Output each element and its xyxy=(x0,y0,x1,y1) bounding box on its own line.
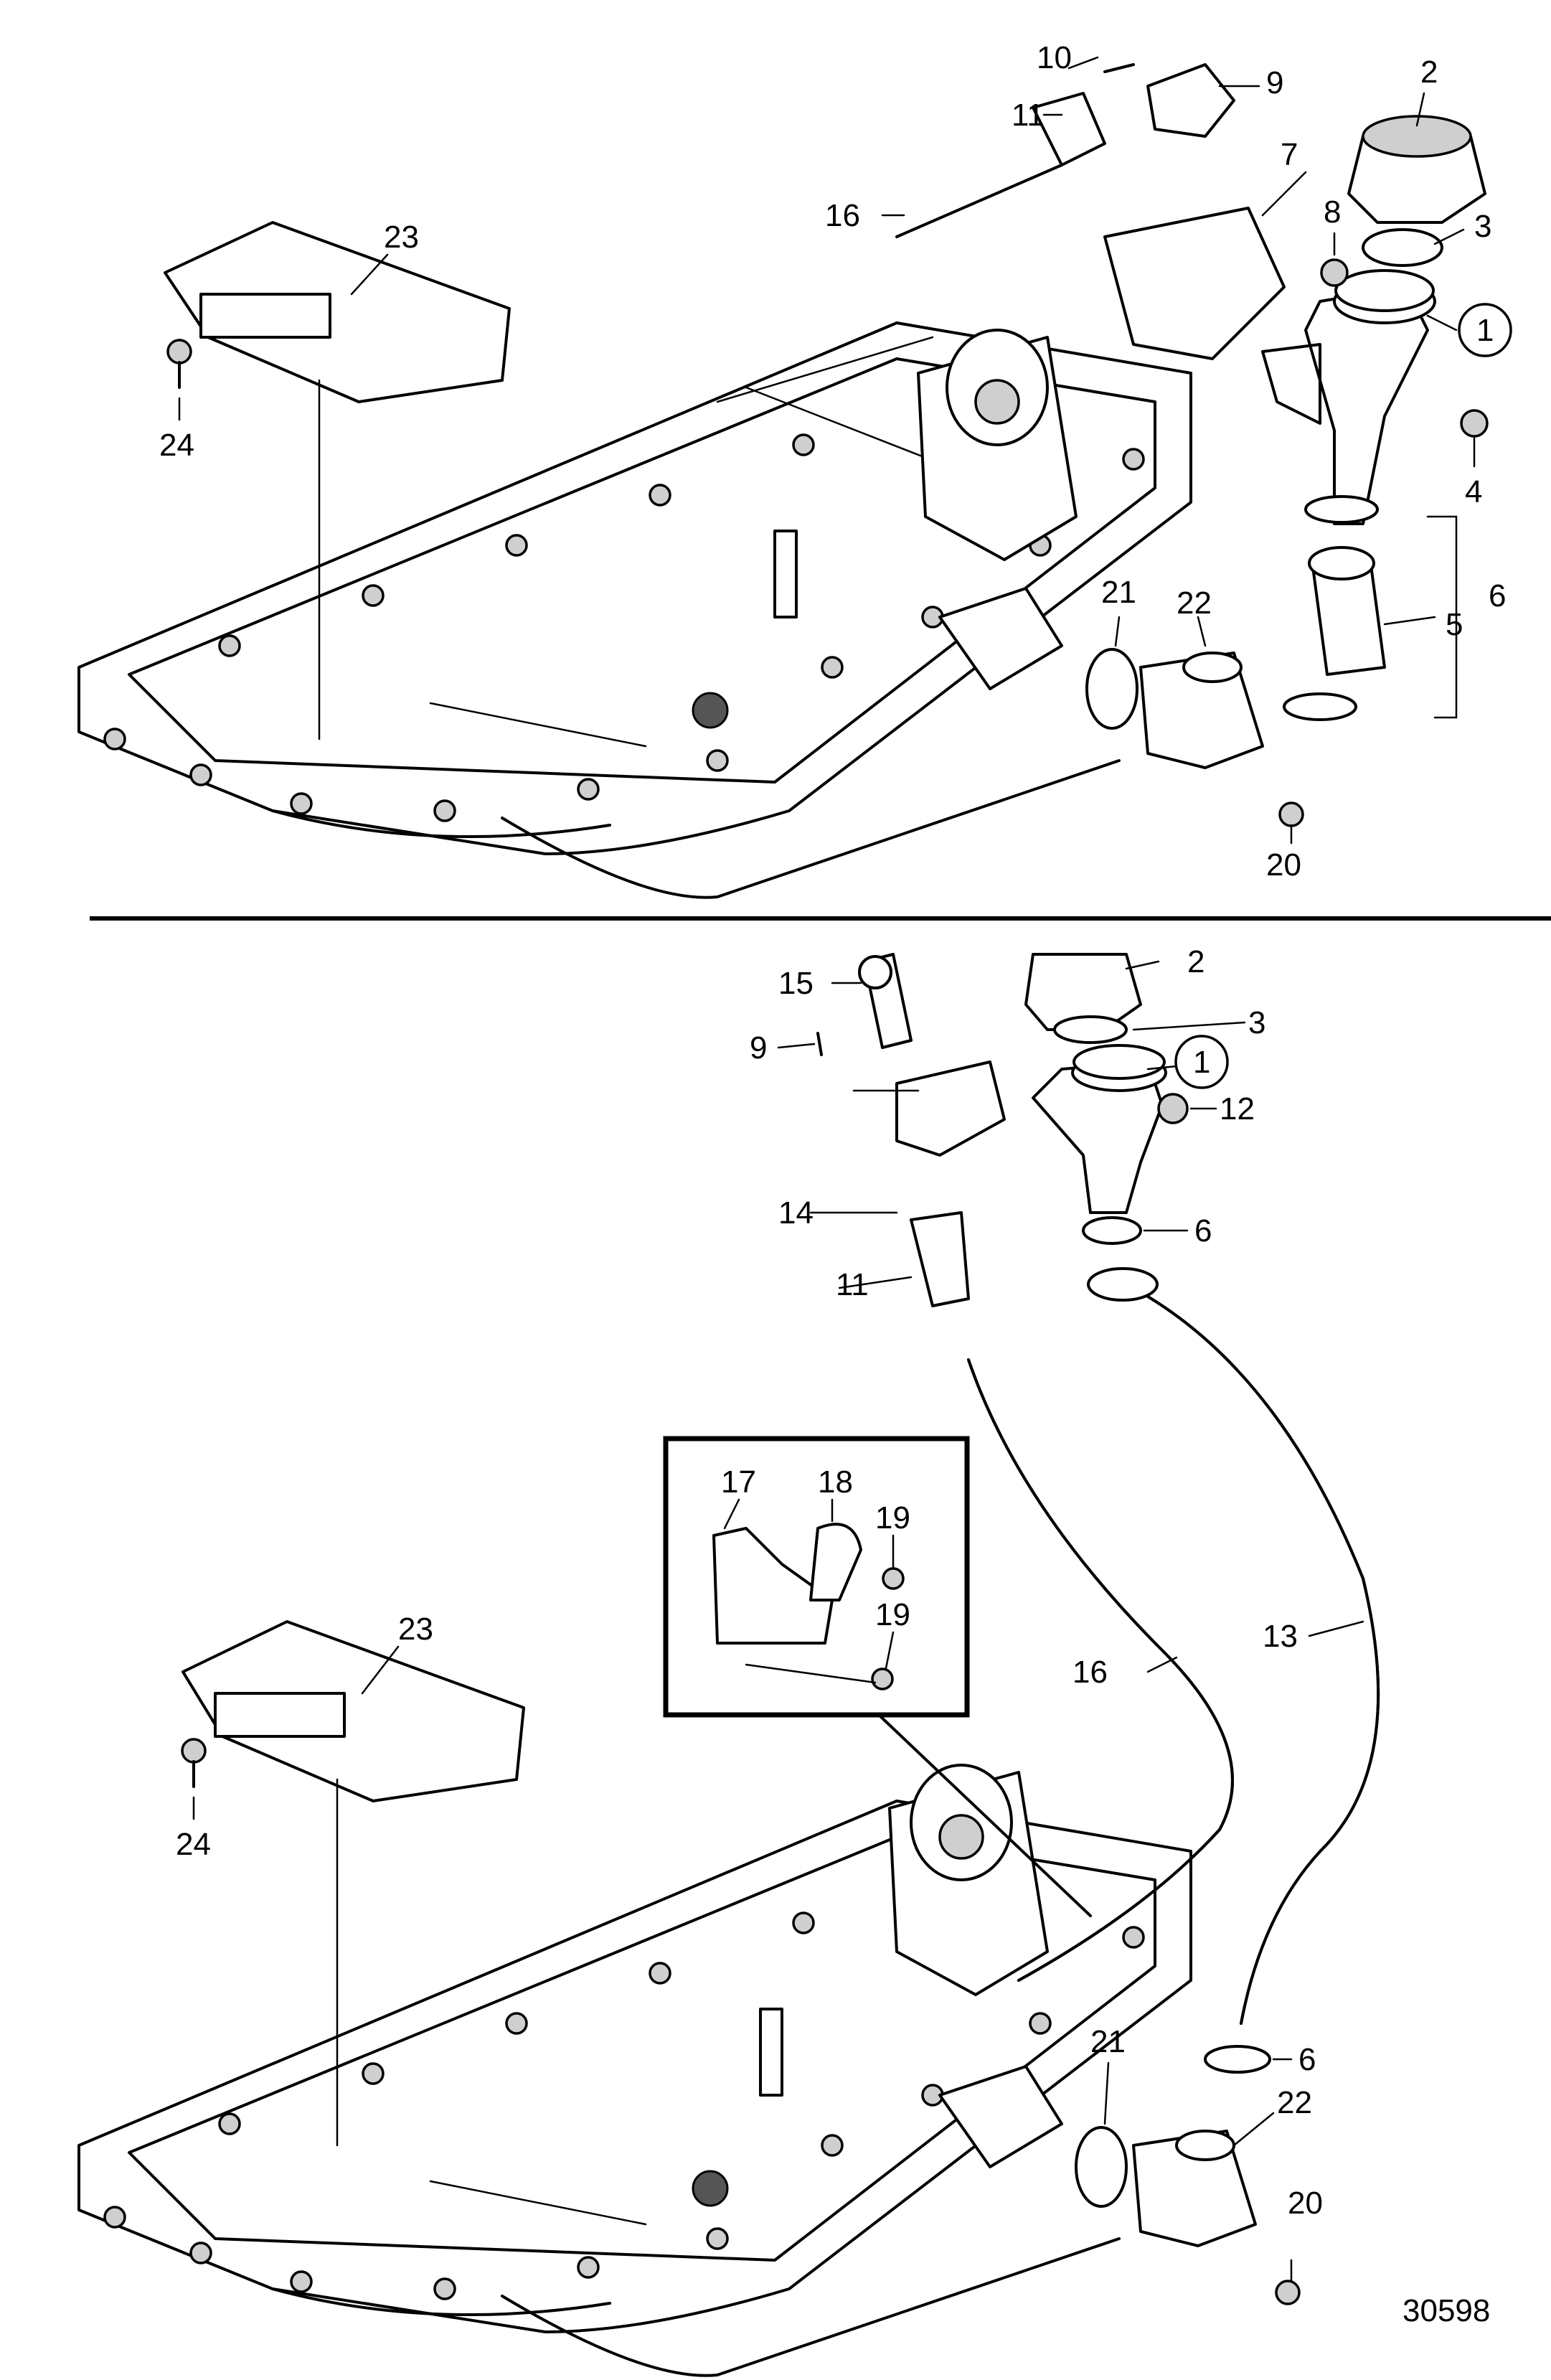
callout-24-upper: 24 xyxy=(159,428,194,463)
callout-2-lower: 2 xyxy=(1187,944,1204,979)
lower-view xyxy=(77,953,1380,2377)
callout-16-upper: 16 xyxy=(825,198,860,233)
callout-16-lower: 16 xyxy=(1072,1655,1108,1690)
callout-14-lower: 14 xyxy=(778,1195,814,1231)
callout-20-upper: 20 xyxy=(1266,847,1301,883)
bolt-8-upper xyxy=(1320,258,1349,287)
callout-21-upper: 21 xyxy=(1101,575,1136,610)
callout-12-lower: 12 xyxy=(1220,1091,1255,1126)
upper-view xyxy=(77,56,1489,899)
callout-20-lower: 20 xyxy=(1288,2186,1323,2221)
callout-1-lower: 1 xyxy=(1193,1045,1210,1080)
callout-13-lower: 13 xyxy=(1263,1619,1298,1654)
circled-callout-upper-bg xyxy=(1458,303,1512,357)
valve-11-upper xyxy=(1032,92,1106,166)
oil-filler-cap-upper xyxy=(1347,115,1486,224)
circled-callout-lower-bg xyxy=(1174,1035,1229,1089)
screw-19-inset-a xyxy=(882,1567,905,1590)
screw-19-inset-b xyxy=(871,1668,894,1690)
callout-5-upper: 5 xyxy=(1446,607,1463,642)
callout-10-upper: 10 xyxy=(1037,40,1072,75)
callout-6-lower-top: 6 xyxy=(1194,1213,1212,1248)
detail-inset-box xyxy=(663,1436,970,1718)
oil-pan-lower xyxy=(77,1764,1192,2377)
callout-9-lower: 9 xyxy=(750,1030,767,1066)
clip-18-inset xyxy=(809,1523,862,1601)
bolt-24-upper xyxy=(166,339,192,364)
callout-6-upper: 6 xyxy=(1489,578,1506,613)
callout-19-inset-b: 19 xyxy=(875,1597,910,1632)
callout-11-lower: 11 xyxy=(836,1267,869,1302)
pin-9-lower xyxy=(816,1032,823,1056)
bolt-20-upper xyxy=(1278,801,1304,827)
callout-23-upper: 23 xyxy=(384,220,419,255)
callout-7-upper: 7 xyxy=(1281,137,1298,172)
callout-24-lower: 24 xyxy=(176,1827,211,1862)
callout-8-upper: 8 xyxy=(1324,194,1341,230)
callout-3-upper: 3 xyxy=(1474,209,1491,244)
callout-17-inset: 17 xyxy=(721,1464,756,1500)
valve-9-upper xyxy=(1146,63,1235,138)
callout-4-upper: 4 xyxy=(1465,474,1482,509)
nut-12-lower xyxy=(1157,1093,1189,1124)
callout-22-lower: 22 xyxy=(1277,2085,1312,2120)
bolt-24-lower xyxy=(181,1738,207,1764)
callout-18-inset: 18 xyxy=(818,1464,853,1500)
callout-3-lower: 3 xyxy=(1248,1005,1265,1040)
o-ring-upper xyxy=(1362,228,1443,267)
bolt-4-upper xyxy=(1460,409,1489,438)
callout-21-lower: 21 xyxy=(1090,2024,1126,2059)
hose-upper xyxy=(1283,495,1386,721)
valve-11-lower xyxy=(910,1211,970,1307)
callout-22-upper: 22 xyxy=(1177,585,1212,621)
bracket-upper xyxy=(1103,207,1286,360)
callout-23-lower: 23 xyxy=(398,1612,433,1647)
bracket-14-lower xyxy=(895,1060,1006,1157)
breather-hose-upper xyxy=(895,164,1063,238)
bolt-20-lower xyxy=(1275,2280,1301,2305)
pin-10-upper xyxy=(1103,63,1135,73)
oil-filler-pipe-lower xyxy=(1032,1044,1167,1214)
clamp-6-lower-bottom xyxy=(1204,2045,1271,2074)
callout-6-lower-bottom: 6 xyxy=(1298,2042,1316,2077)
oil-filler-pipe-upper xyxy=(1261,269,1436,525)
callout-2-upper: 2 xyxy=(1420,55,1438,90)
callout-15-lower: 15 xyxy=(778,966,814,1001)
oil-pan-upper xyxy=(77,321,1192,899)
callout-9-upper: 9 xyxy=(1266,65,1283,100)
callout-19-inset-a: 19 xyxy=(875,1500,910,1535)
callout-1-upper: 1 xyxy=(1476,313,1494,348)
clamp-6-lower-top xyxy=(1082,1216,1142,1245)
gasket-21-upper xyxy=(1085,648,1138,730)
figure-id: 30598 xyxy=(1402,2293,1490,2328)
callout-11-upper: 11 xyxy=(1012,98,1045,133)
o-ring-lower xyxy=(1053,1015,1128,1044)
gasket-21-lower xyxy=(1075,2126,1128,2208)
